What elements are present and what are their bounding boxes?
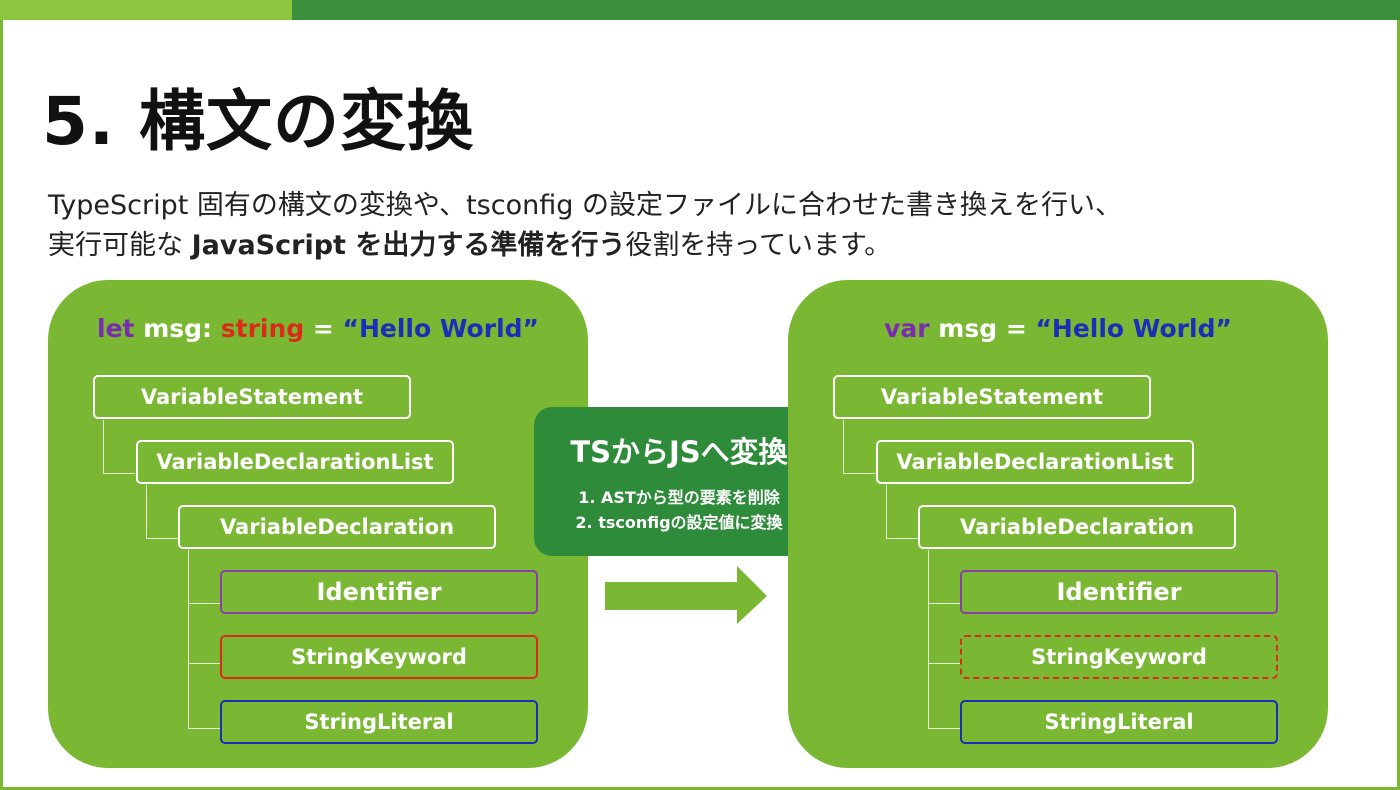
tree-connector — [928, 603, 960, 604]
top-accent-bar-light — [0, 0, 292, 20]
ts-code-name: msg — [134, 314, 203, 343]
tree-connector — [886, 538, 918, 539]
tree-connector — [843, 420, 844, 473]
tree-connector — [146, 538, 178, 539]
transform-box: TSからJSへ変換 1. ASTから型の要素を削除 2. tsconfigの設定… — [534, 407, 824, 556]
description-line-1: TypeScript 固有の構文の変換や、tsconfig の設定ファイルに合わ… — [48, 190, 1122, 221]
ast-node-variable-declaration-list: VariableDeclarationList — [136, 440, 454, 484]
transform-step-1: 1. ASTから型の要素を削除 — [578, 488, 780, 507]
js-code-equals: = — [997, 314, 1036, 343]
slide-title: 5. 構文の変換 — [42, 83, 474, 160]
ts-code-keyword: let — [97, 314, 135, 343]
description-line-2-pre: 実行可能な — [48, 230, 192, 261]
tree-connector — [843, 473, 875, 474]
tree-connector — [103, 473, 135, 474]
tree-connector — [928, 663, 960, 664]
description-line-2: 実行可能な JavaScript を出力する準備を行う役割を持っています。 — [48, 226, 1122, 266]
ast-node-variable-statement: VariableStatement — [833, 375, 1151, 419]
ast-node-variable-declaration: VariableDeclaration — [178, 505, 496, 549]
ts-code-colon: : — [202, 314, 221, 343]
transform-steps: 1. ASTから型の要素を削除 2. tsconfigの設定値に変換 — [534, 485, 824, 535]
tree-connector — [188, 728, 220, 729]
description-line-2-post: 役割を持っています。 — [625, 230, 892, 261]
ts-code-equals: = — [304, 314, 343, 343]
js-code-value: “Hello World” — [1035, 314, 1232, 343]
tree-connector — [188, 603, 220, 604]
ast-node-variable-declaration-list: VariableDeclarationList — [876, 440, 1194, 484]
js-code-keyword: var — [884, 314, 930, 343]
tree-connector — [146, 485, 147, 538]
js-ast-panel: var msg = “Hello World” VariableStatemen… — [788, 280, 1328, 768]
ast-node-variable-statement: VariableStatement — [93, 375, 411, 419]
description-line-2-bold: JavaScript を出力する準備を行う — [191, 230, 626, 261]
ast-node-string-literal: StringLiteral — [960, 700, 1278, 744]
tree-connector — [928, 728, 960, 729]
ast-node-variable-declaration: VariableDeclaration — [918, 505, 1236, 549]
ast-node-identifier: Identifier — [220, 570, 538, 614]
js-code-line: var msg = “Hello World” — [788, 314, 1328, 343]
ts-code-type: string — [220, 314, 305, 343]
ast-node-string-literal: StringLiteral — [220, 700, 538, 744]
transform-step-2: 2. tsconfigの設定値に変換 — [575, 513, 783, 532]
ts-ast-panel: let msg: string = “Hello World” Variable… — [48, 280, 588, 768]
tree-connector — [928, 550, 929, 728]
tree-connector — [188, 550, 189, 728]
ast-node-string-keyword: StringKeyword — [220, 635, 538, 679]
slide-description: TypeScript 固有の構文の変換や、tsconfig の設定ファイルに合わ… — [48, 186, 1122, 266]
tree-connector — [886, 485, 887, 538]
js-code-name: msg — [929, 314, 998, 343]
ts-code-value: “Hello World” — [342, 314, 539, 343]
tree-connector — [188, 663, 220, 664]
tree-connector — [103, 420, 104, 473]
ast-node-string-keyword-removed: StringKeyword — [960, 635, 1278, 679]
right-arrow-icon — [605, 566, 767, 624]
ast-node-identifier: Identifier — [960, 570, 1278, 614]
ts-code-line: let msg: string = “Hello World” — [48, 314, 588, 343]
top-accent-bar-dark — [292, 0, 1400, 20]
transform-title: TSからJSへ変換 — [570, 435, 788, 469]
